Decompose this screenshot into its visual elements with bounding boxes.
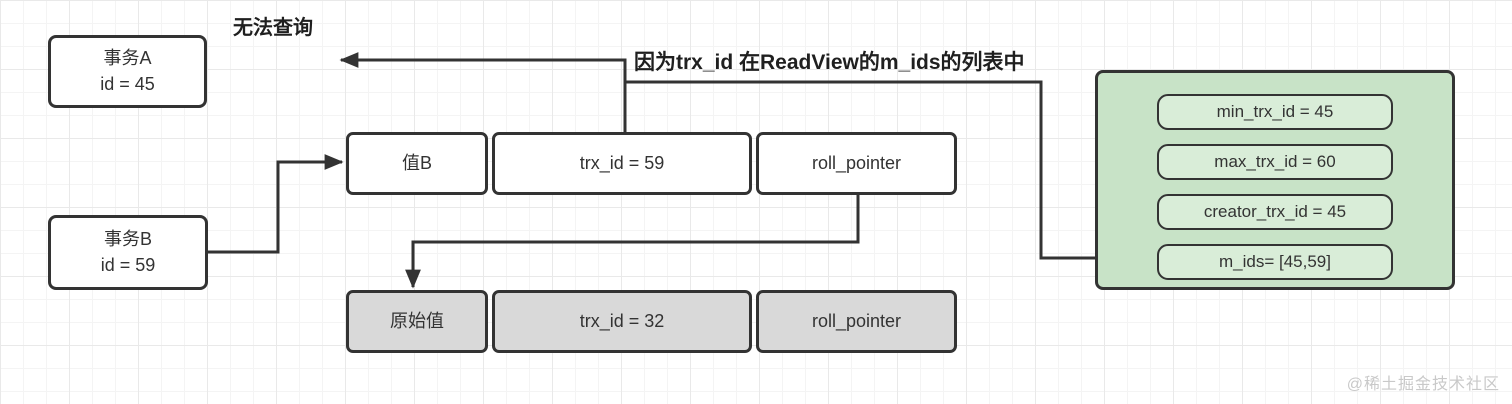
watermark-text: @稀土掘金技术社区 [1346, 376, 1500, 393]
old-version-trxid-cell: trx_id = 32 [492, 290, 752, 353]
transaction-b-name: 事务B [103, 229, 152, 250]
transaction-b-box: 事务B id = 59 [48, 215, 208, 290]
transaction-a-id: id = 45 [100, 73, 155, 94]
transaction-a-box: 事务A id = 45 [48, 35, 207, 108]
current-version-trxid-cell: trx_id = 59 [492, 132, 752, 195]
arrow-rollpointer-to-old-version [405, 195, 860, 289]
old-version-rollpointer-cell: roll_pointer [756, 290, 957, 353]
readview-creator-trx-id: creator_trx_id = 45 [1157, 194, 1393, 230]
old-version-value-cell: 原始值 [346, 290, 488, 353]
arrow-txnb-to-valueb [208, 154, 344, 254]
cannot-query-label: 无法查询 [233, 17, 313, 39]
readview-min-trx-id: min_trx_id = 45 [1157, 94, 1393, 130]
readview-max-trx-id: max_trx_id = 60 [1157, 144, 1393, 180]
transaction-a-name: 事务A [103, 48, 152, 69]
reason-label: 因为trx_id 在ReadView的m_ids的列表中 [634, 51, 1025, 74]
current-version-value-cell: 值B [346, 132, 488, 195]
readview-panel: min_trx_id = 45 max_trx_id = 60 creator_… [1095, 70, 1455, 290]
current-version-rollpointer-cell: roll_pointer [756, 132, 957, 195]
transaction-b-id: id = 59 [100, 254, 156, 275]
readview-m-ids: m_ids= [45,59] [1157, 244, 1393, 280]
arrow-cannot-query [339, 52, 627, 132]
